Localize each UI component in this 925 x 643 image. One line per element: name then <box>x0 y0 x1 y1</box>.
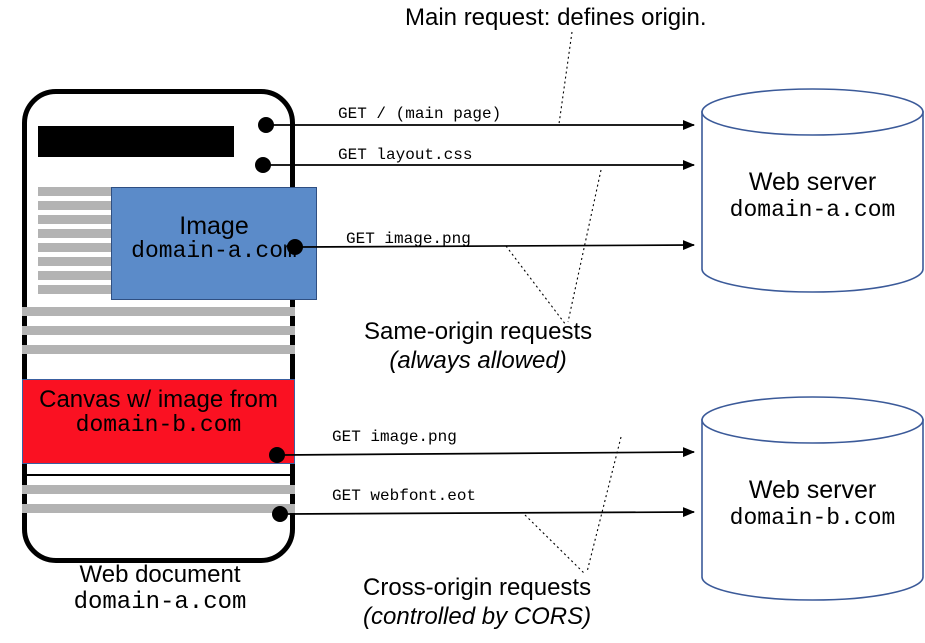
caption-main-request-text: Main request: defines origin. <box>405 4 707 31</box>
canvas-block-domain: domain-b.com <box>75 411 242 438</box>
request-label-5: GET webfont.eot <box>332 487 477 505</box>
web-document-caption: Web document domain-a.com <box>20 561 300 616</box>
text-line <box>22 485 295 494</box>
text-line <box>38 215 114 224</box>
text-line <box>22 326 295 335</box>
text-line <box>38 285 114 294</box>
caption-cross-origin-title: Cross-origin requests <box>363 574 592 601</box>
web-document-card: Image domain-a.com Canvas w/ image from … <box>22 89 317 563</box>
text-line <box>22 307 295 316</box>
cylinder-shape-a <box>701 88 924 293</box>
text-line <box>38 271 114 280</box>
text-line <box>22 504 295 513</box>
text-line <box>38 201 114 210</box>
canvas-block: Canvas w/ image from domain-b.com <box>22 379 295 464</box>
pointer-line-cross-origin-b <box>524 514 586 575</box>
caption-same-origin: Same-origin requests (always allowed) <box>364 318 592 376</box>
image-block-title: Image <box>179 212 249 240</box>
image-block: Image domain-a.com <box>111 187 317 300</box>
text-line <box>38 243 114 252</box>
text-line <box>38 257 114 266</box>
request-label-3: GET image.png <box>346 230 471 248</box>
pointer-line-main-request <box>558 31 573 125</box>
text-line <box>38 187 114 196</box>
pointer-line-same-origin-b <box>505 245 567 326</box>
caption-main-request: Main request: defines origin. <box>405 4 707 32</box>
document-divider-rule <box>22 474 295 476</box>
web-document-body: Image domain-a.com Canvas w/ image from … <box>22 94 317 558</box>
server-domain-b: Web server domain-b.com <box>700 396 925 601</box>
caption-cross-origin: Cross-origin requests (controlled by COR… <box>363 574 591 632</box>
request-arrow-4 <box>282 447 695 458</box>
server-domain-a: Web server domain-a.com <box>700 88 925 293</box>
caption-same-origin-title: Same-origin requests <box>364 318 593 345</box>
image-block-domain: domain-a.com <box>131 238 297 265</box>
request-arrow-5 <box>285 507 695 518</box>
text-line <box>38 229 114 238</box>
document-title-bar <box>38 126 234 157</box>
web-document-caption-domain: domain-a.com <box>73 588 247 616</box>
cylinder-shape-b <box>701 396 924 601</box>
pointer-line-same-origin-a <box>567 169 602 323</box>
canvas-block-title: Canvas w/ image from <box>39 386 278 413</box>
pointer-line-cross-origin-a <box>586 436 622 573</box>
request-label-4: GET image.png <box>332 428 457 446</box>
caption-same-origin-note: (always allowed) <box>389 347 567 375</box>
caption-cross-origin-note: (controlled by CORS) <box>363 603 592 631</box>
request-label-2: GET layout.css <box>338 146 473 164</box>
text-line <box>22 345 295 354</box>
request-label-1: GET / (main page) <box>338 105 502 123</box>
web-document-caption-title: Web document <box>79 561 241 588</box>
